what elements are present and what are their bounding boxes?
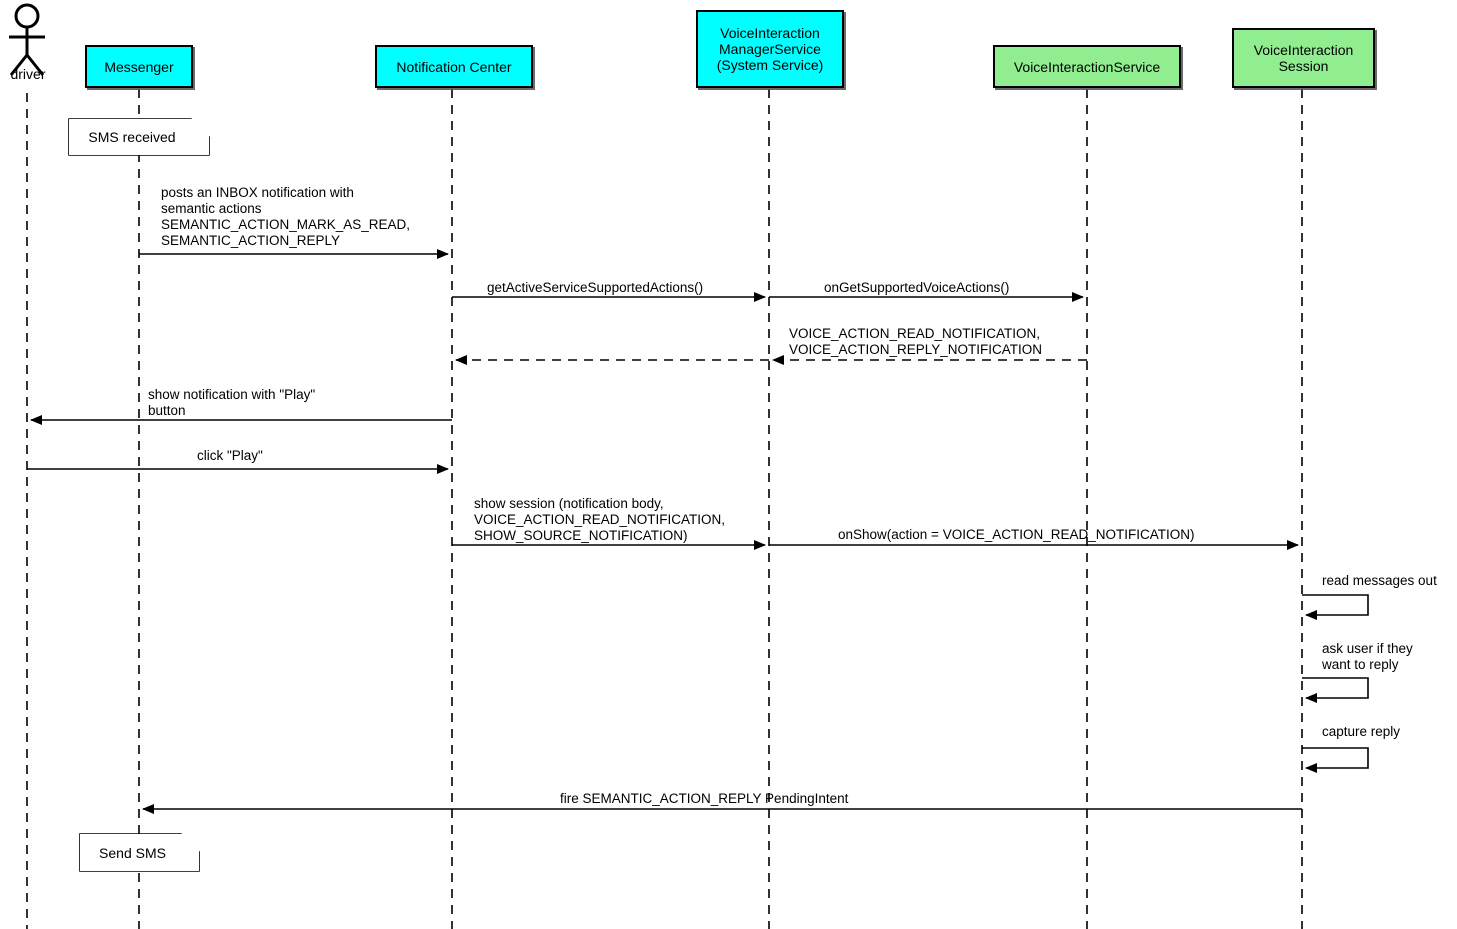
message-label-post-notification: posts an INBOX notification with semanti… — [161, 185, 411, 248]
message-label-show-session: show session (notification body, VOICE_A… — [474, 496, 726, 543]
lifelines — [26, 89, 1303, 929]
participant-notification-center[interactable]: Notification Center — [375, 45, 533, 88]
participant-voice-interaction-service-label: VoiceInteractionService — [1013, 58, 1161, 75]
note-send-sms: Send SMS — [80, 834, 199, 871]
note-sms-received: SMS received — [69, 119, 209, 155]
note-sms-received-body: SMS received — [69, 119, 209, 155]
note-send-sms-body: Send SMS — [80, 834, 199, 871]
message-label-click-play: click "Play" — [197, 448, 263, 463]
participant-voice-interaction-session[interactable]: VoiceInteraction Session — [1232, 28, 1375, 88]
message-label-return-voice-actions: VOICE_ACTION_READ_NOTIFICATION, VOICE_AC… — [789, 326, 1043, 357]
actor-driver-icon — [9, 3, 45, 76]
participant-voice-interaction-service[interactable]: VoiceInteractionService — [993, 45, 1181, 88]
note-sms-received-text: SMS received — [88, 129, 176, 145]
actor-driver-label: driver — [10, 66, 46, 82]
loop-capture-reply — [1302, 747, 1369, 773]
message-label-on-show: onShow(action = VOICE_ACTION_READ_NOTIFI… — [838, 527, 1195, 542]
participant-voice-interaction-manager-service[interactable]: VoiceInteraction ManagerService (System … — [696, 10, 844, 88]
loop-ask-user-reply — [1302, 677, 1369, 703]
participant-messenger[interactable]: Messenger — [85, 45, 193, 88]
note-send-sms-text: Send SMS — [99, 844, 166, 861]
self-call-label-ask-user-reply: ask user if they want to reply — [1322, 641, 1413, 672]
participant-voice-interaction-manager-service-label: VoiceInteraction ManagerService (System … — [716, 25, 824, 73]
message-arrows — [27, 249, 1302, 814]
message-label-on-get-supported-voice-actions: onGetSupportedVoiceActions() — [824, 280, 1010, 295]
participant-voice-interaction-session-label: VoiceInteraction Session — [1253, 42, 1354, 74]
self-call-label-capture-reply: capture reply — [1322, 724, 1401, 739]
loop-read-messages-out — [1302, 594, 1369, 620]
participant-messenger-label: Messenger — [104, 58, 174, 75]
message-label-fire-reply-pending-intent: fire SEMANTIC_ACTION_REPLY PendingIntent — [560, 791, 849, 806]
message-label-show-notification: show notification with "Play" button — [148, 387, 316, 418]
message-label-get-active-service-supported-actions: getActiveServiceSupportedActions() — [487, 280, 704, 295]
self-call-label-read-messages-out: read messages out — [1322, 573, 1437, 588]
participant-notification-center-label: Notification Center — [396, 58, 512, 75]
self-call-loops — [1302, 594, 1369, 773]
